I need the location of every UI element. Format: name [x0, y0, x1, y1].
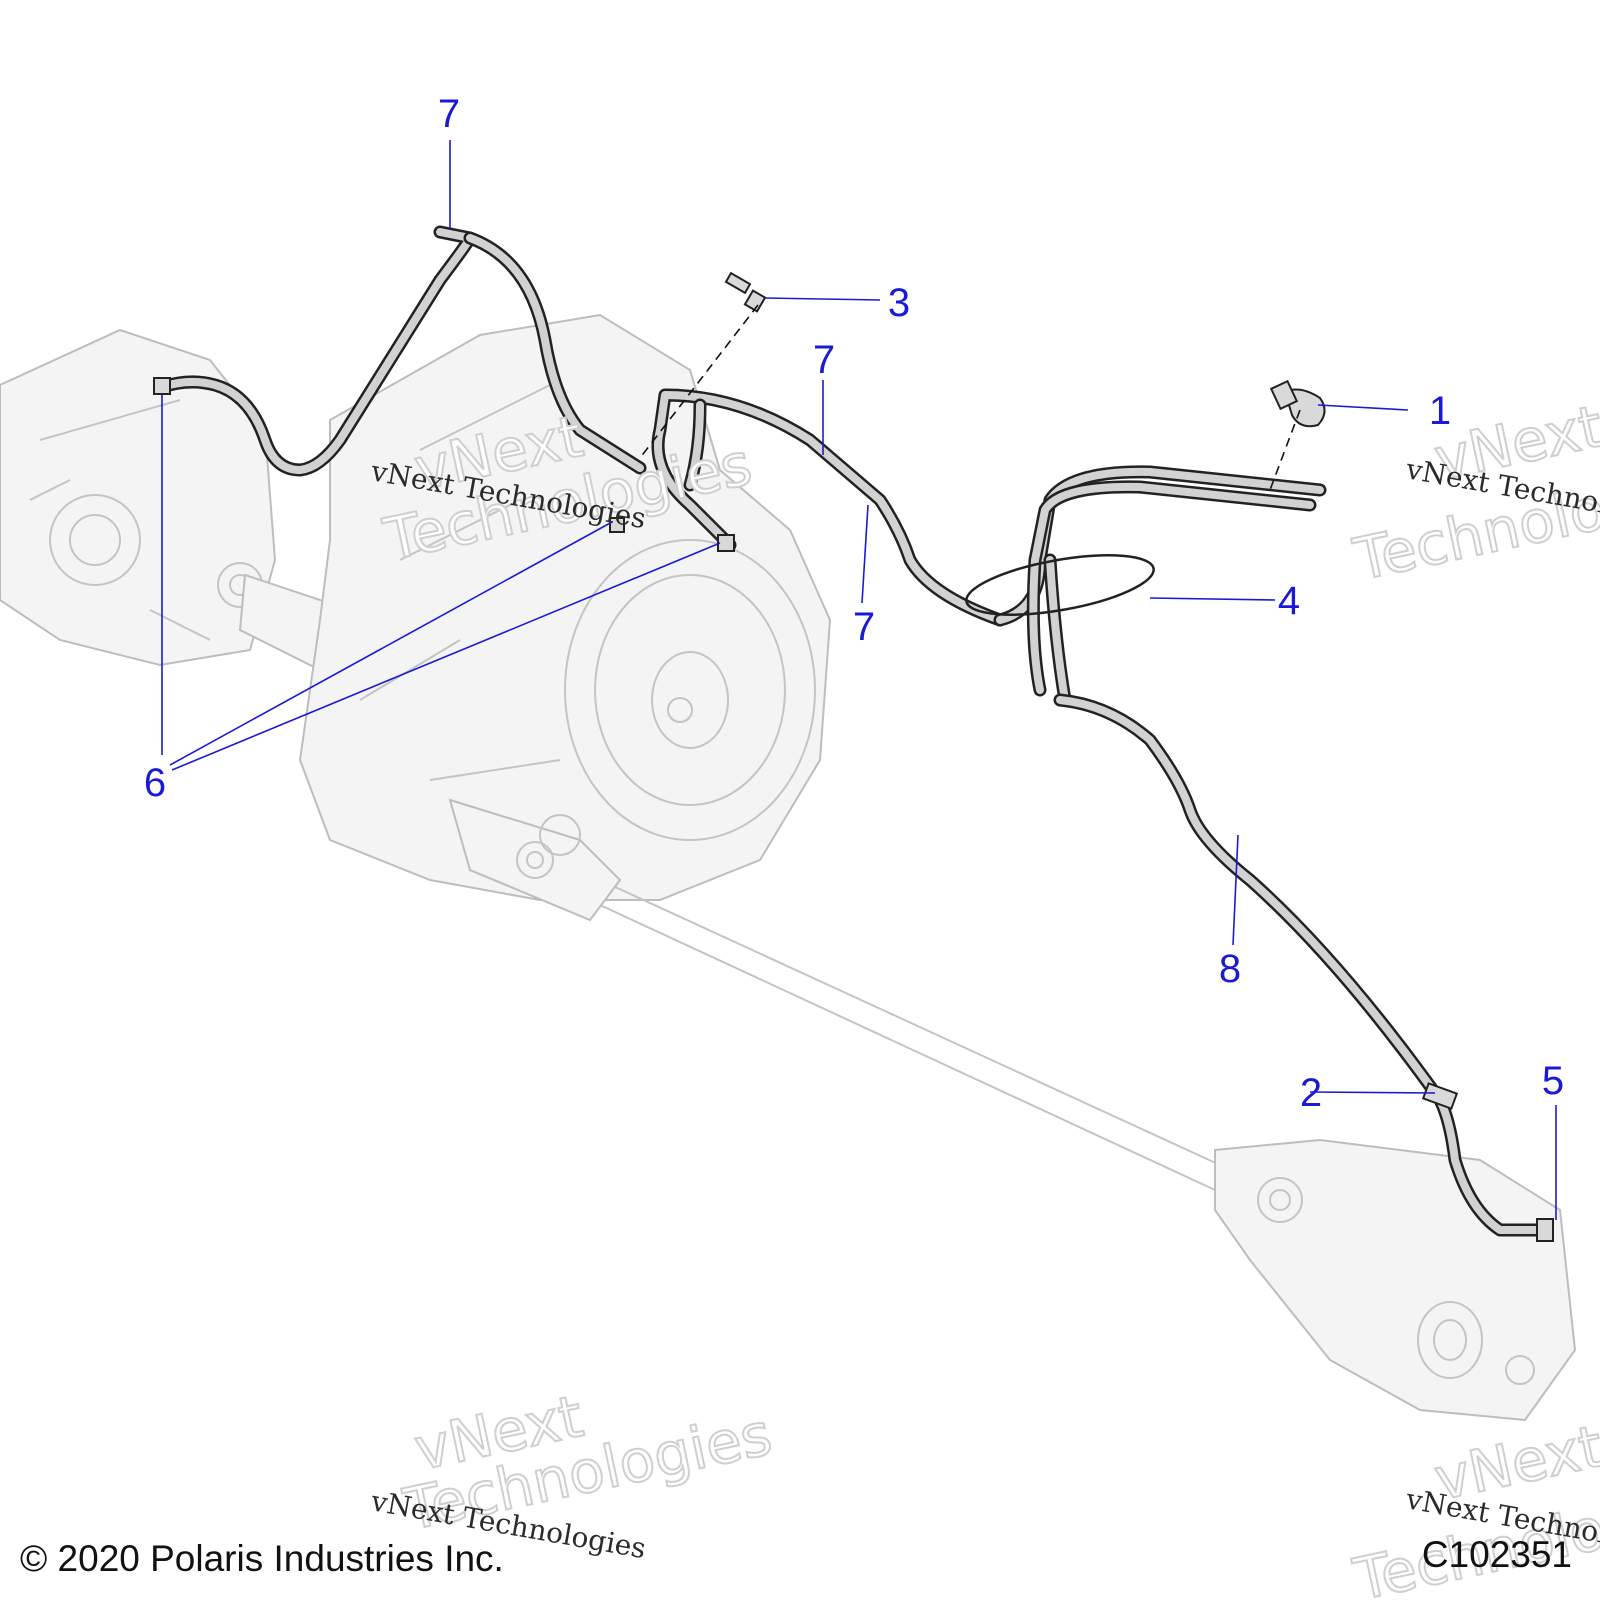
- copyright-notice: © 2020 Polaris Industries Inc.: [20, 1538, 504, 1579]
- front-driveshaft-ghost: [448, 798, 1221, 1191]
- vent-line-bundle: [993, 465, 1327, 707]
- callout-7-lower: 7: [853, 605, 875, 649]
- callout-6: 6: [144, 761, 166, 805]
- vent-line-8-front: [1053, 693, 1552, 1237]
- clip-part-2: [1421, 1082, 1459, 1110]
- callout-8: 8: [1219, 947, 1241, 991]
- assembly-line-1: [1269, 409, 1301, 491]
- vent-line-7-transmission: [651, 388, 1007, 627]
- figure-id: C102351: [1421, 1534, 1572, 1575]
- front-gearcase-ghost: [1214, 1138, 1577, 1422]
- clamp-parts-6: [153, 377, 735, 552]
- clamp-part-1: [1269, 379, 1326, 428]
- watermark-right: Technologies vNext vNext Technologies: [1347, 391, 1600, 595]
- callout-3: 3: [888, 281, 910, 325]
- clamp-part-5: [1536, 1218, 1554, 1242]
- assembly-line-3: [639, 304, 759, 459]
- leader-lines: [161, 140, 1557, 1220]
- callout-4: 4: [1278, 579, 1300, 623]
- rear-gearcase-ghost: [0, 328, 277, 667]
- callout-2: 2: [1300, 1071, 1322, 1115]
- callout-5: 5: [1542, 1059, 1564, 1103]
- cable-tie-part-4: [965, 554, 1155, 616]
- callout-1: 1: [1429, 389, 1451, 433]
- callout-7-top: 7: [438, 92, 460, 136]
- callout-7-mid: 7: [813, 338, 835, 382]
- fitting-part-3: [724, 271, 767, 313]
- vent-line-7-rear: [155, 225, 647, 477]
